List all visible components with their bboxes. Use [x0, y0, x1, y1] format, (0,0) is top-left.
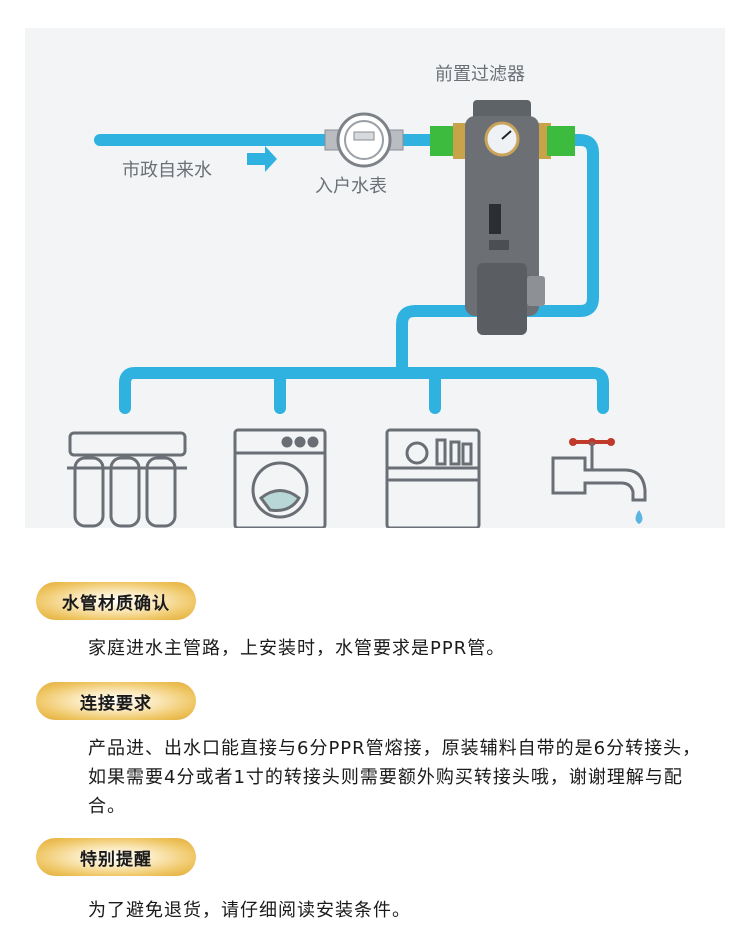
- pre-filter-label: 前置过滤器: [435, 64, 525, 85]
- water-meter-icon: [324, 112, 404, 168]
- section-text: 为了避免退货，请仔细阅读安装条件。: [88, 900, 411, 921]
- ro-purifier-icon: [67, 431, 187, 528]
- city-water-label: 市政自来水: [122, 160, 212, 181]
- section-title-badge: 水管材质确认: [36, 582, 196, 620]
- installation-diagram: 市政自来水 入户水表 前置过滤器: [25, 28, 725, 528]
- section-text: 家庭进水主管路，上安装时，水管要求是PPR管。: [88, 638, 506, 659]
- section-text: 产品进、出水口能直接与6分PPR管熔接，原装辅料自带的是6分转接头，如果需要4分…: [88, 738, 702, 817]
- faucet-icon: [551, 438, 647, 524]
- pipe-diagram-svg: [67, 100, 647, 528]
- water-meter-label: 入户水表: [315, 176, 387, 197]
- section-title-badge: 特别提醒: [36, 838, 196, 876]
- pre-filter-icon: [430, 100, 575, 335]
- section-title-badge: 连接要求: [36, 682, 196, 720]
- dishwasher-icon: [385, 428, 481, 528]
- washing-machine-icon: [233, 428, 327, 528]
- flow-arrow-icon: [247, 146, 277, 172]
